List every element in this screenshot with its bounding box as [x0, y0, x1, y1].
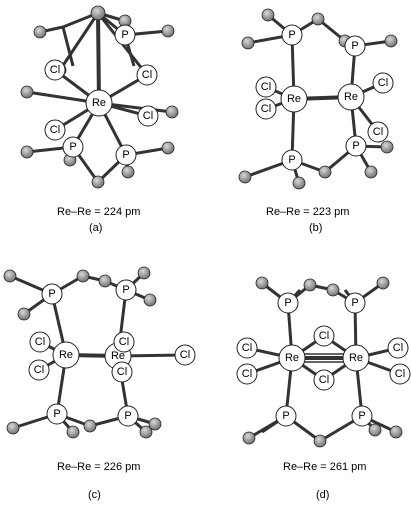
- atoms-a: [44, 24, 159, 166]
- atom-label: P: [351, 40, 358, 52]
- atom-label: P: [124, 410, 131, 422]
- atoms-b: [255, 24, 394, 171]
- caption-d: Re–Re = 261 pm: [283, 461, 366, 473]
- sublabel-d: (d): [316, 489, 329, 501]
- atom-label: Cl: [35, 336, 45, 348]
- atom-label: Cl: [378, 77, 388, 89]
- caption-a: Re–Re = 224 pm: [57, 206, 140, 218]
- atom-labels-b: P P Cl Cl Re Re Cl Cl P P: [261, 29, 388, 166]
- atom-label: Cl: [34, 364, 44, 376]
- atom-label: Re: [285, 352, 299, 364]
- atoms-c: [28, 279, 196, 427]
- hatched-atoms-d: [242, 276, 403, 448]
- atom-label: Cl: [142, 69, 152, 81]
- sublabel-b: (b): [309, 222, 322, 234]
- caption-c: Re–Re = 226 pm: [57, 461, 140, 473]
- atom-label: P: [69, 141, 76, 153]
- panel-a: P Cl Cl Re Cl Cl P P Re–Re = 224 pm (a): [20, 5, 179, 234]
- atom-label: Cl: [261, 103, 271, 115]
- panel-b: P P Cl Cl Re Re Cl Cl P P Re–Re = 223 pm…: [238, 8, 398, 234]
- atom-label: P: [122, 149, 129, 161]
- atom-label: Cl: [319, 374, 329, 386]
- atom-label: P: [121, 29, 128, 41]
- atom-label: Re: [287, 93, 301, 105]
- atom-label: Cl: [119, 336, 129, 348]
- atom-label: Re: [59, 349, 73, 361]
- atom-label: Cl: [50, 64, 60, 76]
- atom-label: Cl: [261, 81, 271, 93]
- atom-label: Cl: [373, 126, 383, 138]
- bonds-d: [246, 281, 401, 443]
- atom-label: P: [282, 410, 289, 422]
- caption-b: Re–Re = 223 pm: [266, 206, 349, 218]
- hatched-atoms-c: [3, 266, 162, 439]
- sublabel-c: (c): [88, 489, 101, 501]
- atom-label: Re: [111, 350, 125, 362]
- atom-label: P: [358, 410, 365, 422]
- atom-label: Cl: [393, 342, 403, 354]
- atom-label: Cl: [180, 349, 190, 361]
- atom-label: Cl: [242, 368, 252, 380]
- atom-label: P: [352, 140, 359, 152]
- atom-label: Cl: [50, 124, 60, 136]
- atom-label: P: [288, 154, 295, 166]
- atoms-d: [236, 292, 411, 427]
- hatched-atoms-b: [238, 8, 398, 190]
- sublabel-a: (a): [89, 222, 102, 234]
- atom-label: P: [284, 297, 291, 309]
- atom-label: P: [48, 288, 55, 300]
- atom-label: P: [122, 284, 129, 296]
- panel-c: P P Cl Cl Re Re Cl Cl Cl P P Re–Re = 226…: [3, 266, 196, 501]
- atom-labels-a: P Cl Cl Re Cl Cl P P: [50, 29, 153, 161]
- panel-d: P P Cl Cl Cl Cl Re Re Cl Cl Cl Cl P P Re…: [236, 276, 411, 501]
- atom-label: Re: [92, 97, 106, 109]
- atom-label: P: [53, 408, 60, 420]
- atom-label: Re: [349, 352, 363, 364]
- atom-label: P: [351, 297, 358, 309]
- bonds-c: [9, 271, 186, 434]
- atom-label: Cl: [319, 330, 329, 342]
- atom-label: Re: [344, 91, 358, 103]
- atom-label: Cl: [143, 110, 153, 122]
- atom-labels-d: P P Cl Cl Cl Cl Re Re Cl Cl Cl Cl P P: [242, 297, 405, 422]
- atom-label: Cl: [242, 342, 252, 354]
- atom-label: Cl: [395, 368, 405, 380]
- atom-label: P: [288, 29, 295, 41]
- atom-label: Cl: [117, 366, 127, 378]
- atom-labels-c: P P Cl Cl Re Re Cl Cl Cl P P: [34, 284, 190, 422]
